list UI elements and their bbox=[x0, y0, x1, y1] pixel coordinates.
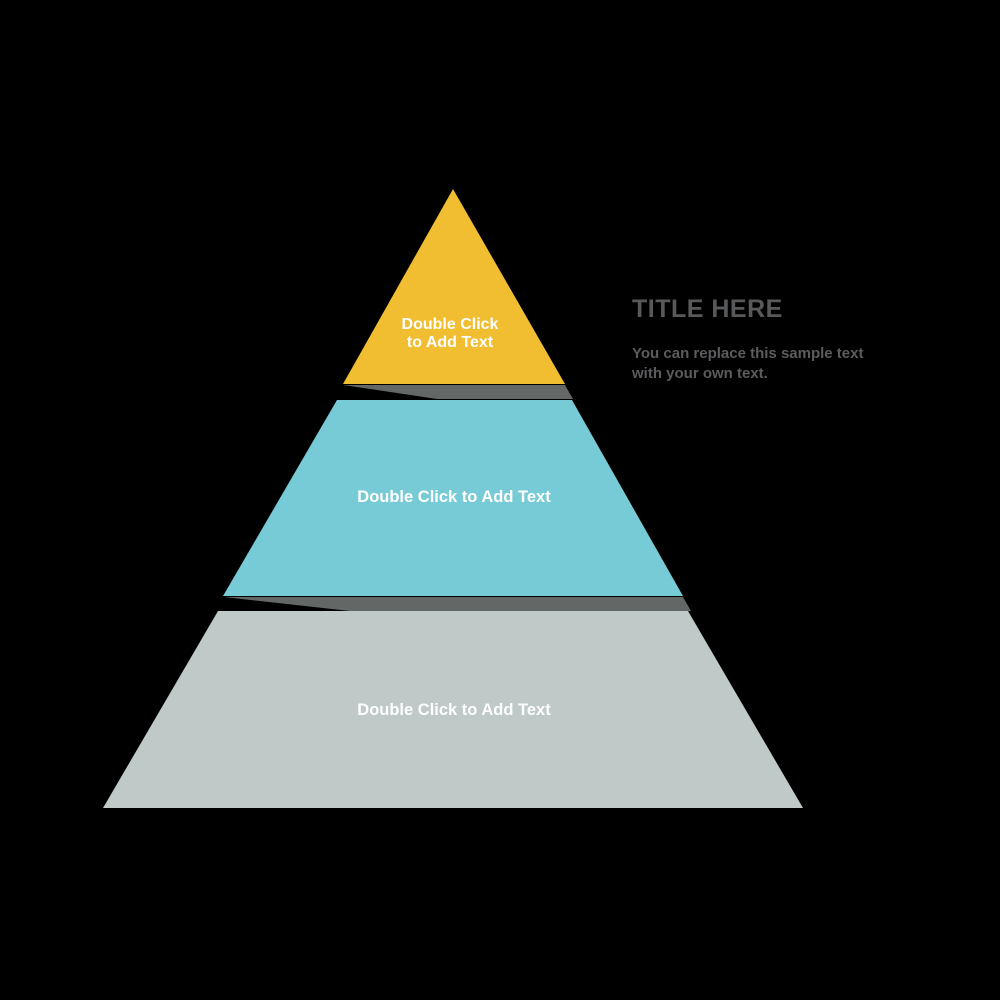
middle-tier-label[interactable]: Double Click to Add Text bbox=[357, 488, 551, 506]
annotation-block: TITLE HERE You can replace this sample t… bbox=[632, 297, 932, 384]
middle-tier-shadow bbox=[224, 597, 691, 611]
top-tier-shadow bbox=[343, 385, 573, 399]
bottom-tier-label[interactable]: Double Click to Add Text bbox=[357, 701, 551, 719]
pyramid-tier-middle-shape[interactable] bbox=[223, 400, 683, 596]
top-tier-label-line2: to Add Text bbox=[406, 334, 494, 351]
pyramid-tier-top-shape[interactable] bbox=[343, 189, 565, 384]
annotation-body-line2: with your own text. bbox=[632, 365, 768, 382]
annotation-title[interactable]: TITLE HERE bbox=[632, 295, 783, 323]
top-tier-label[interactable]: Double Click to Add Text bbox=[330, 316, 570, 352]
pyramid-tier-bottom-shape[interactable] bbox=[103, 611, 803, 808]
annotation-body[interactable]: You can replace this sample text with yo… bbox=[632, 344, 932, 384]
top-tier-label-line1: Double Click bbox=[401, 316, 499, 333]
annotation-body-line1: You can replace this sample text bbox=[632, 345, 864, 362]
